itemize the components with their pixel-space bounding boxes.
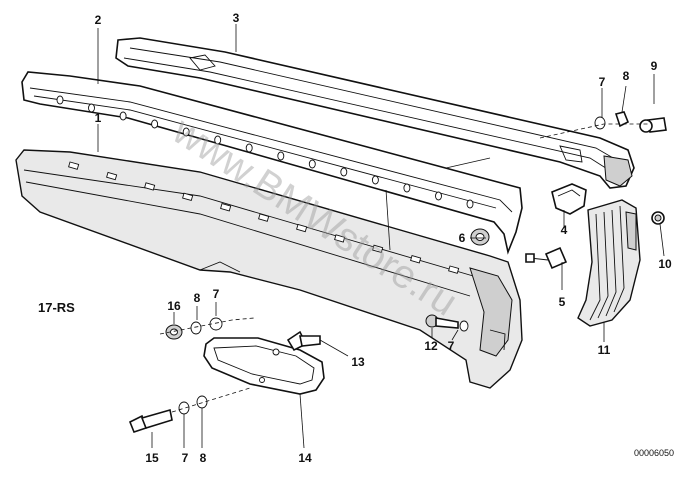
bracket-fasteners-upper — [159, 317, 255, 340]
callout-5: 5 — [559, 295, 566, 309]
strip-hole — [214, 135, 222, 145]
shell-slot — [448, 265, 460, 274]
strip-hole — [371, 175, 379, 185]
shell-slot — [182, 192, 194, 202]
callout-7-upper: 7 — [213, 287, 220, 301]
callout-9: 9 — [651, 59, 658, 73]
strip-hole — [435, 191, 442, 201]
shell-slot — [68, 161, 80, 170]
shell-slot — [296, 223, 308, 233]
callout-10: 10 — [658, 257, 672, 271]
callout-7-top: 7 — [599, 75, 606, 89]
callout-8-top: 8 — [623, 69, 630, 83]
callout-8-upper: 8 — [194, 291, 201, 305]
callout-labels: 1 2 3 4 5 6 7 7 7 7 8 8 8 9 10 11 12 13 … — [95, 11, 672, 465]
strip-hole — [340, 167, 348, 177]
group-label: 17-RS — [38, 300, 75, 315]
shell-slot — [334, 234, 346, 243]
catalog-code: 00006050 — [634, 448, 674, 458]
strip-hole — [151, 119, 159, 129]
rubber-trim-strip — [115, 37, 635, 189]
callout-7-side: 7 — [448, 339, 455, 353]
strip-hole — [466, 199, 474, 209]
bumper-rubber-strip — [21, 71, 523, 255]
shell-slot — [372, 244, 384, 254]
shell-slot — [144, 182, 156, 191]
leader-lines — [97, 24, 665, 449]
clip-part — [551, 183, 587, 215]
side-screw — [425, 314, 469, 332]
callout-4: 4 — [561, 223, 568, 237]
bumper-bracket — [203, 337, 325, 395]
shell-slot — [106, 171, 118, 181]
callout-12: 12 — [424, 339, 438, 353]
callout-11: 11 — [598, 343, 611, 357]
right-bolt — [651, 211, 665, 225]
shell-slot — [220, 203, 232, 212]
shell-slot — [258, 213, 270, 222]
bracket-bolt — [286, 330, 321, 352]
strip-hole — [182, 127, 190, 137]
callout-8-lower: 8 — [200, 451, 207, 465]
bracket-screw — [525, 246, 568, 270]
callout-15: 15 — [145, 451, 159, 465]
callout-14: 14 — [298, 451, 312, 465]
top-right-fasteners — [539, 111, 667, 139]
strip-hole — [277, 151, 285, 161]
callout-7-lower: 7 — [182, 451, 189, 465]
strip-hole — [88, 103, 95, 113]
strip-hole — [308, 159, 316, 169]
shell-slot — [410, 255, 422, 264]
strip-hole — [245, 143, 253, 153]
callout-3: 3 — [233, 11, 240, 25]
strip-hole — [56, 95, 64, 105]
strip-hole — [119, 111, 127, 121]
callout-13: 13 — [351, 355, 365, 369]
nut-part — [470, 228, 490, 246]
callout-2: 2 — [95, 13, 102, 27]
bumper-shell — [15, 149, 523, 389]
callout-1: 1 — [95, 111, 102, 125]
bumper-end-cap — [577, 199, 641, 327]
strip-hole — [403, 183, 411, 193]
callout-6: 6 — [459, 231, 466, 245]
callout-16: 16 — [167, 299, 181, 313]
bracket-fasteners-lower — [128, 387, 251, 433]
